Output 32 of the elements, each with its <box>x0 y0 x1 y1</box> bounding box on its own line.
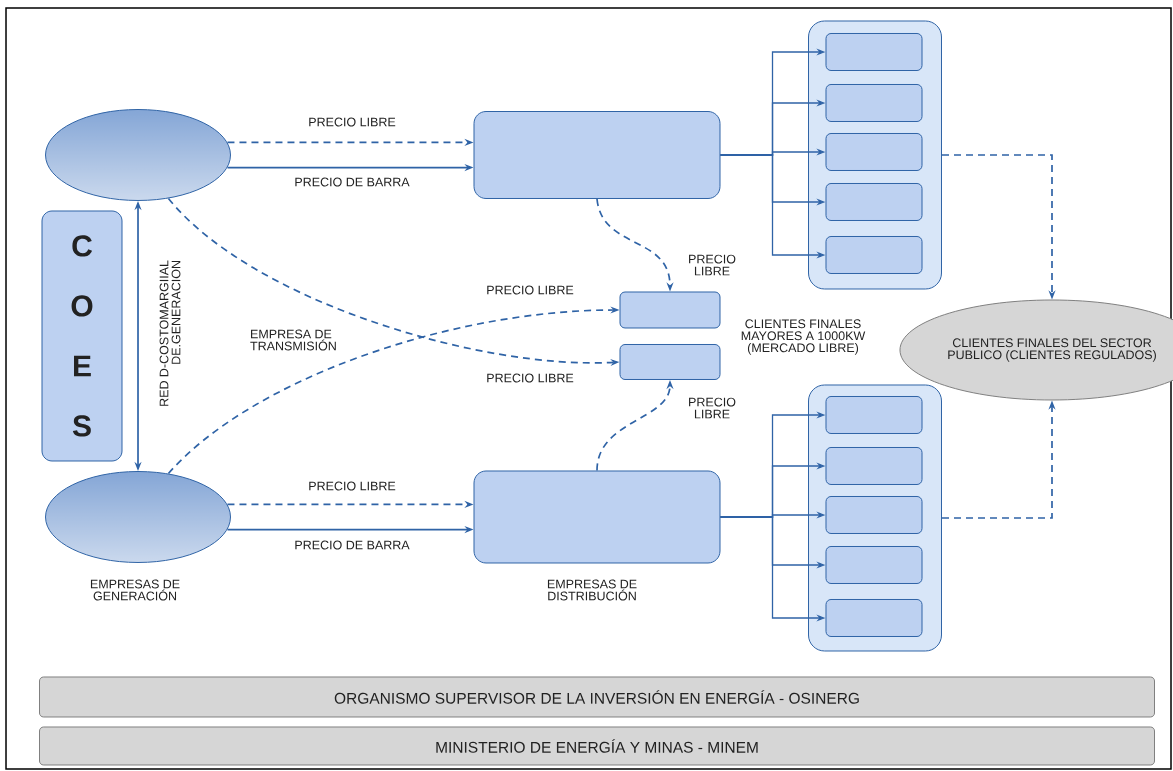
client-box <box>825 183 923 221</box>
edge-label: PRECIO LIBRE <box>485 372 575 384</box>
client-box <box>825 236 923 274</box>
coes-box: C O E S <box>41 210 123 462</box>
edge-label: PRECIO DE BARRA <box>293 539 411 551</box>
client-box <box>825 496 923 534</box>
client-box <box>619 344 721 380</box>
text-label: EMPRESA DE TRANSMISIÓN <box>250 329 336 351</box>
edge-label: RED D-COSTOMARGIIAL DE.GENERACION <box>159 260 181 406</box>
client-box <box>825 33 923 71</box>
client-box <box>825 599 923 637</box>
client-box <box>825 84 923 122</box>
distribution-box <box>473 470 721 564</box>
institution-bar: MINISTERIO DE ENERGÍA Y MINAS - MINEM <box>39 726 1155 766</box>
text-label: EMPRESAS DE DISTRIBUCIÓN <box>547 579 637 601</box>
client-box <box>825 447 923 485</box>
edge-label: PRECIO LIBRE <box>685 253 739 277</box>
edge-label: PRECIO LIBRE <box>307 116 397 128</box>
client-box <box>825 546 923 584</box>
client-box <box>825 133 923 171</box>
client-box <box>825 396 923 434</box>
generation-ellipse <box>45 471 231 563</box>
generation-ellipse <box>45 109 231 201</box>
text-label: CLIENTES FINALES MAYORES A 1000KW (MERCADO LIBRE) <box>741 319 866 355</box>
institution-bar: ORGANISMO SUPERVISOR DE LA INVERSIÓN EN ENERGÍA - OSINERG <box>39 676 1155 718</box>
text-label: EMPRESAS DE GENERACIÓN <box>90 579 180 601</box>
edge-label: PRECIO LIBRE <box>307 480 397 492</box>
distribution-box <box>473 111 721 199</box>
edge-label: PRECIO LIBRE <box>485 284 575 296</box>
client-box <box>619 291 721 329</box>
edge-label: PRECIO LIBRE <box>685 396 739 420</box>
edge-label: PRECIO DE BARRA <box>293 176 411 188</box>
